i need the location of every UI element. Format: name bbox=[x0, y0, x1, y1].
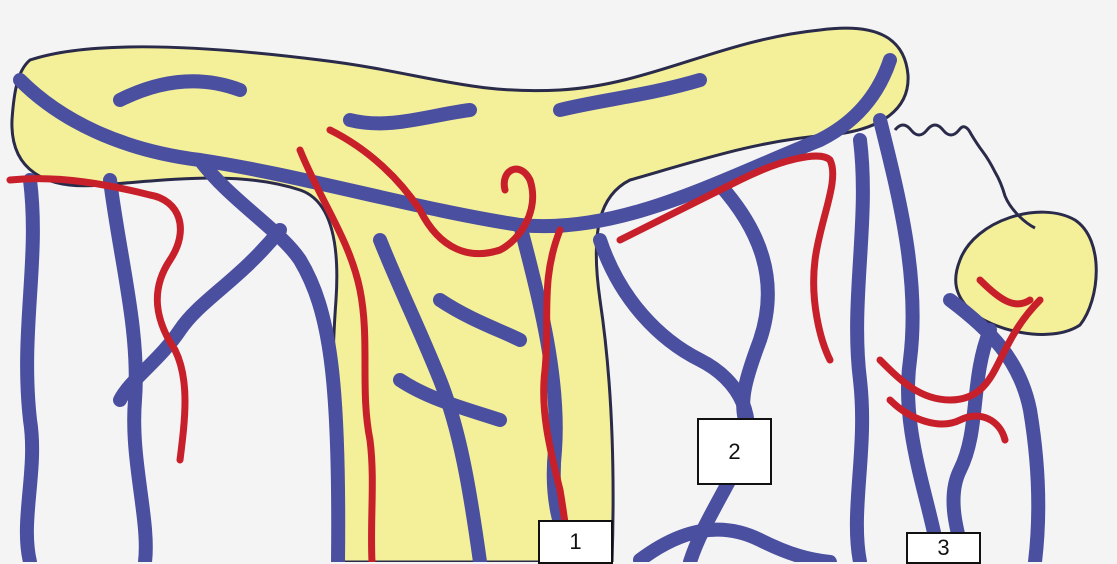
label-box-2: 2 bbox=[697, 418, 772, 485]
label-box-3: 3 bbox=[906, 532, 981, 564]
label-3-text: 3 bbox=[937, 535, 949, 561]
label-box-1: 1 bbox=[538, 520, 613, 564]
label-1-text: 1 bbox=[569, 529, 581, 555]
label-2-text: 2 bbox=[728, 439, 740, 465]
